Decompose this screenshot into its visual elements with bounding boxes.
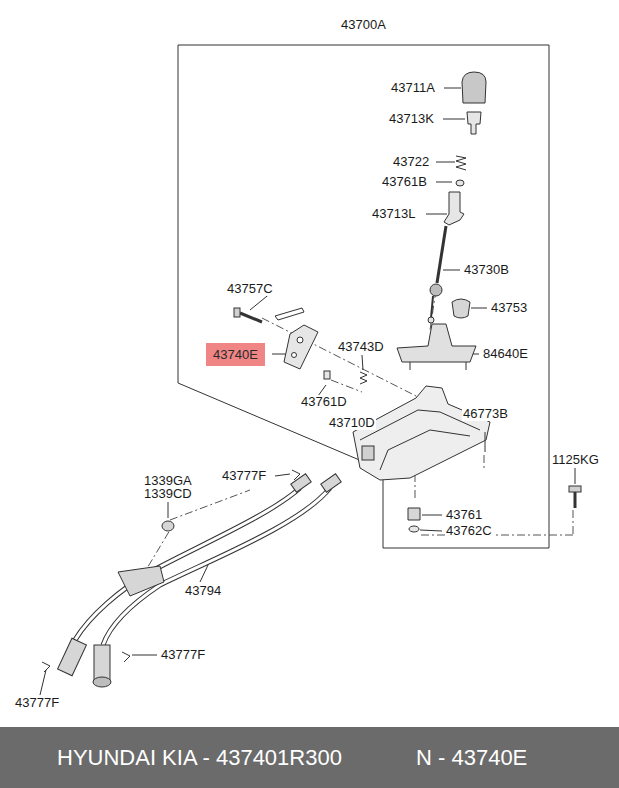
part-number: 43730B — [463, 263, 510, 277]
part-number: 43743D — [337, 340, 385, 354]
part-number: 46773B — [462, 407, 509, 421]
axis-lines — [140, 290, 573, 580]
footer-band: HYUNDAI KIA - 437401R300 N - 43740E — [0, 727, 619, 788]
part-number: 43722 — [392, 155, 430, 169]
assembly-outline — [178, 45, 549, 548]
part-number: 43713L — [371, 207, 416, 221]
part-number: 1339CD — [143, 487, 193, 501]
part-number: 43777F — [221, 469, 267, 483]
part-number: 43777F — [14, 696, 60, 710]
part-number: 43777F — [160, 648, 206, 662]
part-number: 1339GA — [143, 474, 193, 488]
part-number: 1125KG — [551, 453, 600, 467]
part-number: 43757C — [226, 282, 274, 296]
node-text: N - 43740E — [416, 745, 527, 771]
part-number: 43762C — [445, 524, 493, 538]
leader-lines — [40, 88, 575, 695]
part-number: 43711A — [390, 81, 436, 95]
part-number: 43761 — [445, 508, 483, 522]
part-number: 43761D — [300, 395, 348, 409]
part-number: 43761B — [381, 175, 428, 189]
part-number: 43794 — [184, 584, 222, 598]
part-number: 84640E — [482, 347, 529, 361]
assembly-number: 43700A — [340, 18, 387, 32]
part-number: 43713K — [388, 112, 435, 126]
node-text: 43740E — [213, 347, 258, 362]
part-number: 43710D — [328, 416, 376, 430]
part-number: 43753 — [490, 301, 528, 315]
parts — [42, 72, 581, 687]
node-text: HYUNDAI KIA - 437401R300 — [57, 745, 342, 771]
highlight-box: 43740E — [206, 343, 265, 366]
